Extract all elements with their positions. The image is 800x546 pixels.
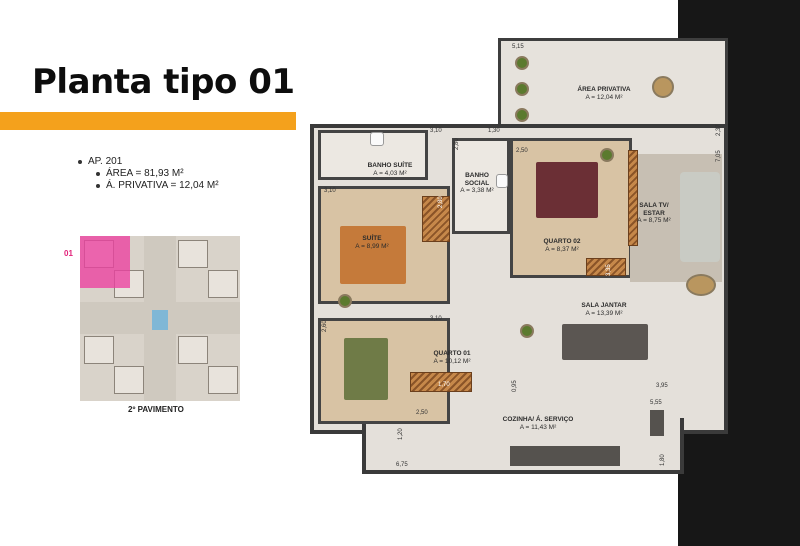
dimension-label: 3,10 (430, 316, 442, 322)
plant-icon (338, 294, 352, 308)
key-plan-core (152, 310, 168, 330)
dimension-label: 6,75 (396, 462, 408, 468)
toilet-icon (496, 174, 508, 188)
dimension-label: 1,70 (438, 382, 450, 388)
plant-icon (515, 56, 529, 70)
dimension-label: 3,10 (324, 188, 336, 194)
dining-table (562, 324, 648, 360)
side-table-icon (652, 76, 674, 98)
title-accent-bar (0, 112, 296, 130)
bullet-icon (96, 184, 100, 188)
dimension-label: 2,50 (516, 148, 528, 154)
dimension-label: 2,37 (716, 124, 722, 136)
plant-icon (520, 324, 534, 338)
spec-area: ÁREA = 81,93 M² (96, 168, 219, 180)
spec-private-area: Á. PRIVATIVA = 12,04 M² (96, 180, 219, 192)
key-plan-unit (208, 366, 238, 394)
key-plan-unit (114, 366, 144, 394)
kitchen-counter (510, 446, 620, 466)
key-plan-floor-label: 2º PAVIMENTO (128, 405, 184, 414)
spec-apartment: AP. 201 (78, 156, 219, 168)
dimension-label: 5,55 (650, 400, 662, 406)
key-plan-highlight (80, 236, 130, 288)
suite-wardrobe (422, 196, 450, 242)
refrigerator (650, 410, 664, 436)
plant-icon (515, 82, 529, 96)
key-plan-unit (208, 270, 238, 298)
unit-specs: AP. 201 ÁREA = 81,93 M² Á. PRIVATIVA = 1… (78, 156, 219, 192)
dimension-label: 2,80 (438, 196, 444, 208)
dimension-label: 2,80 (454, 138, 460, 150)
quarto02-wardrobe (586, 258, 626, 276)
dimension-label: 3,95 (656, 383, 668, 389)
dimension-label: 1,20 (398, 428, 404, 440)
key-plan (80, 236, 240, 401)
plant-icon (600, 148, 614, 162)
key-plan-unit-number: 01 (64, 249, 73, 258)
toilet-icon (370, 132, 384, 146)
dimension-label: 0,95 (512, 380, 518, 392)
dimension-label: 2,60 (322, 320, 328, 332)
coffee-table-icon (686, 274, 716, 296)
page-title: Planta tipo 01 (32, 62, 295, 102)
sofa (680, 172, 720, 262)
tv-panel (628, 150, 638, 246)
quarto01-wardrobe (410, 372, 472, 392)
suite-bed (340, 226, 406, 284)
bullet-icon (78, 160, 82, 164)
key-plan-unit (178, 336, 208, 364)
key-plan-unit (84, 336, 114, 364)
bullet-icon (96, 172, 100, 176)
quarto01-bed (344, 338, 388, 400)
dimension-label: 3,10 (430, 128, 442, 134)
dimension-label: 3,35 (606, 264, 612, 276)
dimension-label: 1,80 (660, 454, 666, 466)
dimension-label: 7,05 (716, 150, 722, 162)
dimension-label: 5,15 (512, 44, 524, 50)
key-plan-unit (178, 240, 208, 268)
dimension-label: 1,30 (488, 128, 500, 134)
dimension-label: 2,50 (416, 410, 428, 416)
quarto02-bed (536, 162, 598, 218)
plant-icon (515, 108, 529, 122)
